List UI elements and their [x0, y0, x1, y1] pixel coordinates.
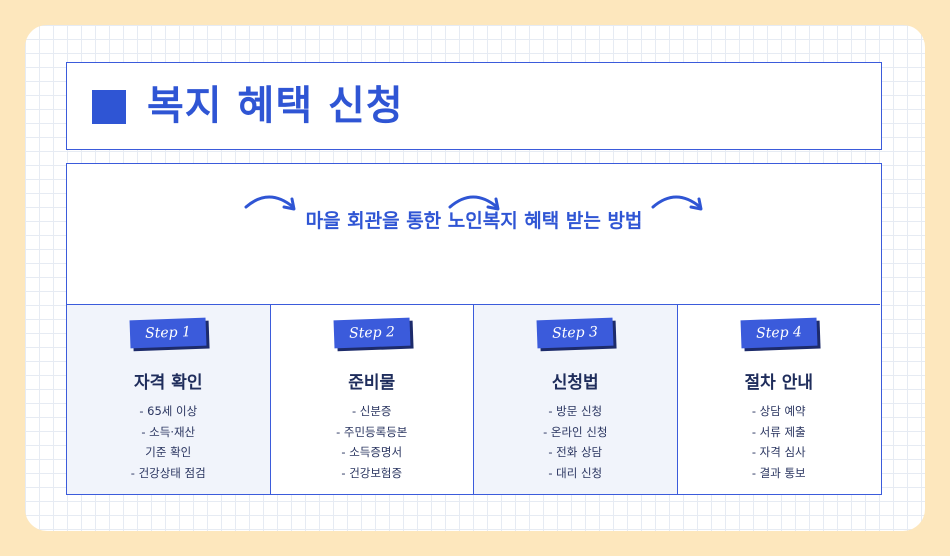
list-item: 기준 확인 — [145, 445, 192, 459]
step-1: Step 1 자격 확인 - 65세 이상 - 소득·재산 기준 확인 - 건강… — [67, 305, 271, 494]
step-3: Step 3 신청법 - 방문 신청 - 온라인 신청 - 전화 상담 - 대리… — [474, 305, 678, 494]
list-item: - 건강보험증 — [341, 465, 403, 480]
panel-subtitle: 마을 회관을 통한 노인복지 혜택 받는 방법 — [305, 210, 643, 232]
step-badge: Step 2 — [333, 317, 414, 352]
steps-panel: 마을 회관을 통한 노인복지 혜택 받는 방법 Step 1 자격 확인 - 6… — [66, 163, 882, 495]
curved-arrow-right-icon — [651, 195, 703, 211]
step-items: - 방문 신청 - 온라인 신청 - 전화 상담 - 대리 신청 — [474, 401, 677, 483]
list-item: - 65세 이상 — [139, 404, 198, 418]
curved-arrow-right-icon — [244, 195, 296, 211]
step-badge: Step 1 — [129, 317, 210, 352]
step-items: - 상담 예약 - 서류 제출 - 자격 심사 - 결과 통보 — [678, 401, 881, 483]
list-item: - 자격 심사 — [751, 445, 806, 459]
step-2: Step 2 준비물 - 신분증 - 주민등록등본 - 소득증명서 - 건강보험… — [271, 305, 474, 494]
steps-row: Step 1 자격 확인 - 65세 이상 - 소득·재산 기준 확인 - 건강… — [67, 304, 880, 494]
list-item: - 결과 통보 — [751, 465, 806, 480]
step-badge: Step 3 — [536, 317, 617, 352]
step-4: Step 4 절차 안내 - 상담 예약 - 서류 제출 - 자격 심사 - 결… — [678, 305, 881, 494]
list-item: - 전화 상담 — [548, 445, 603, 459]
curved-arrow-right-icon — [448, 195, 500, 211]
title-box: 복지 혜택 신청 — [66, 62, 882, 150]
page-title: 복지 혜택 신청 — [147, 83, 404, 129]
list-item: - 건강상태 점검 — [130, 465, 206, 480]
list-item: - 서류 제출 — [751, 424, 806, 439]
step-badge-label: Step 3 — [536, 317, 614, 349]
list-item: - 온라인 신청 — [543, 424, 608, 439]
list-item: - 신분증 — [351, 404, 392, 418]
step-badge: Step 4 — [740, 317, 821, 352]
step-title: 신청법 — [551, 373, 599, 393]
step-badge-label: Step 1 — [129, 317, 207, 349]
list-item: - 소득·재산 — [141, 424, 196, 439]
list-item: - 방문 신청 — [548, 404, 603, 418]
list-item: - 상담 예약 — [751, 404, 806, 418]
list-item: - 주민등록등본 — [336, 424, 408, 439]
step-items: - 65세 이상 - 소득·재산 기준 확인 - 건강상태 점검 — [67, 401, 270, 483]
step-items: - 신분증 - 주민등록등본 - 소득증명서 - 건강보험증 — [271, 401, 474, 483]
step-badge-label: Step 4 — [740, 317, 818, 349]
step-title: 자격 확인 — [134, 373, 203, 393]
list-item: - 소득증명서 — [341, 445, 403, 459]
step-badge-label: Step 2 — [333, 317, 411, 349]
content-card: 복지 혜택 신청 마을 회관을 통한 노인복지 혜택 받는 방법 Step 1 … — [25, 25, 925, 531]
square-icon — [92, 90, 126, 124]
list-item: - 대리 신청 — [548, 465, 603, 480]
step-title: 절차 안내 — [744, 373, 813, 393]
step-title: 준비물 — [348, 373, 396, 393]
